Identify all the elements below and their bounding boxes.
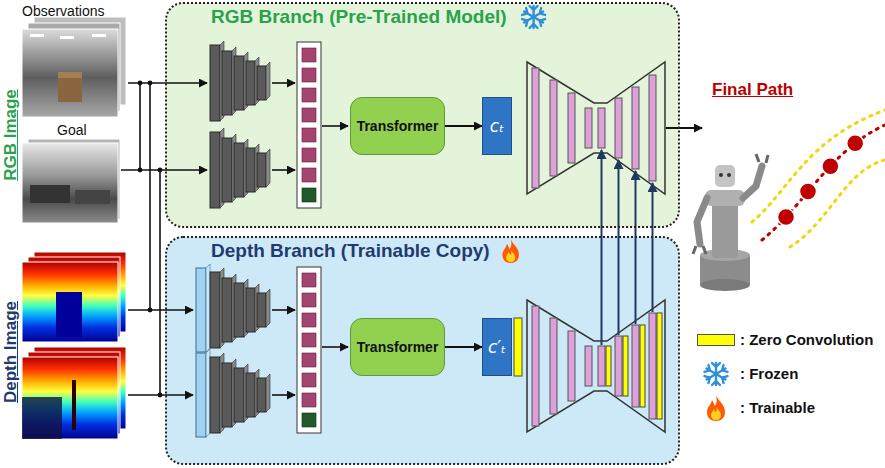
cnn-encoder (210, 41, 270, 121)
label-holder: Depth Image (1, 301, 21, 403)
node-text: Transformer (357, 118, 439, 134)
legend-text: : Frozen (740, 365, 798, 382)
legend-text: : Zero Convolution (740, 331, 873, 348)
legend-text: : Trainable (740, 399, 815, 416)
robot (693, 154, 768, 291)
cnn-encoder (196, 349, 270, 437)
cnn-encoder (196, 264, 270, 352)
image-caption: Observations (22, 3, 104, 19)
rgb-goal-image (22, 139, 120, 223)
unet-decoder (527, 300, 665, 432)
node-text: Transformer (357, 339, 439, 355)
image-caption: Goal (57, 122, 87, 138)
unet-decoder (527, 62, 665, 194)
legend-holder: : Zero Convolution (740, 330, 873, 350)
branch-panel: Depth Branch (Trainable Copy) Transformer… (165, 236, 680, 465)
trainable-icon (707, 395, 725, 421)
legend-swatch (697, 334, 735, 346)
label-holder: Observations (22, 2, 104, 20)
input-wires (121, 83, 207, 395)
modality-label: Depth Image (1, 301, 20, 403)
frozen-icon (522, 6, 545, 28)
node-text: c′ₜ (488, 337, 506, 357)
token-column (297, 42, 321, 208)
legend-holder: : Trainable (740, 398, 815, 418)
depth-observation-images (22, 252, 126, 342)
branch-panel: RGB Branch (Pre-Trained Model) Transforme… (165, 2, 680, 228)
transformer-block: Transformer (350, 97, 445, 155)
label-holder: Final Path (712, 80, 793, 100)
panel-title: Depth Branch (Trainable Copy) (211, 239, 490, 263)
token-column (297, 267, 321, 433)
zero-convolution (514, 318, 522, 376)
output-label: Final Path (712, 80, 793, 99)
transformer-block: Transformer (350, 318, 445, 376)
trainable-icon (502, 239, 519, 263)
connector-arrow (445, 346, 482, 348)
control-arrows (602, 150, 653, 345)
node-text: cₜ (490, 116, 504, 136)
depth-goal-images (22, 347, 126, 439)
condition-vector: c′ₜ (482, 318, 512, 376)
modality-label: RGB Image (1, 89, 20, 181)
cnn-encoder (210, 128, 270, 208)
panel-title: RGB Branch (Pre-Trained Model) (211, 5, 507, 29)
frozen-icon (704, 363, 727, 385)
label-holder: RGB Image (1, 89, 21, 181)
connector-arrow (445, 125, 482, 127)
legend-holder: : Frozen (740, 364, 798, 384)
junction-dots (138, 81, 163, 398)
final-path (752, 110, 885, 247)
condition-vector: cₜ (482, 97, 512, 155)
output-arrow (666, 127, 702, 129)
rgb-observation-images (22, 17, 126, 117)
label-holder: Goal (57, 121, 87, 139)
